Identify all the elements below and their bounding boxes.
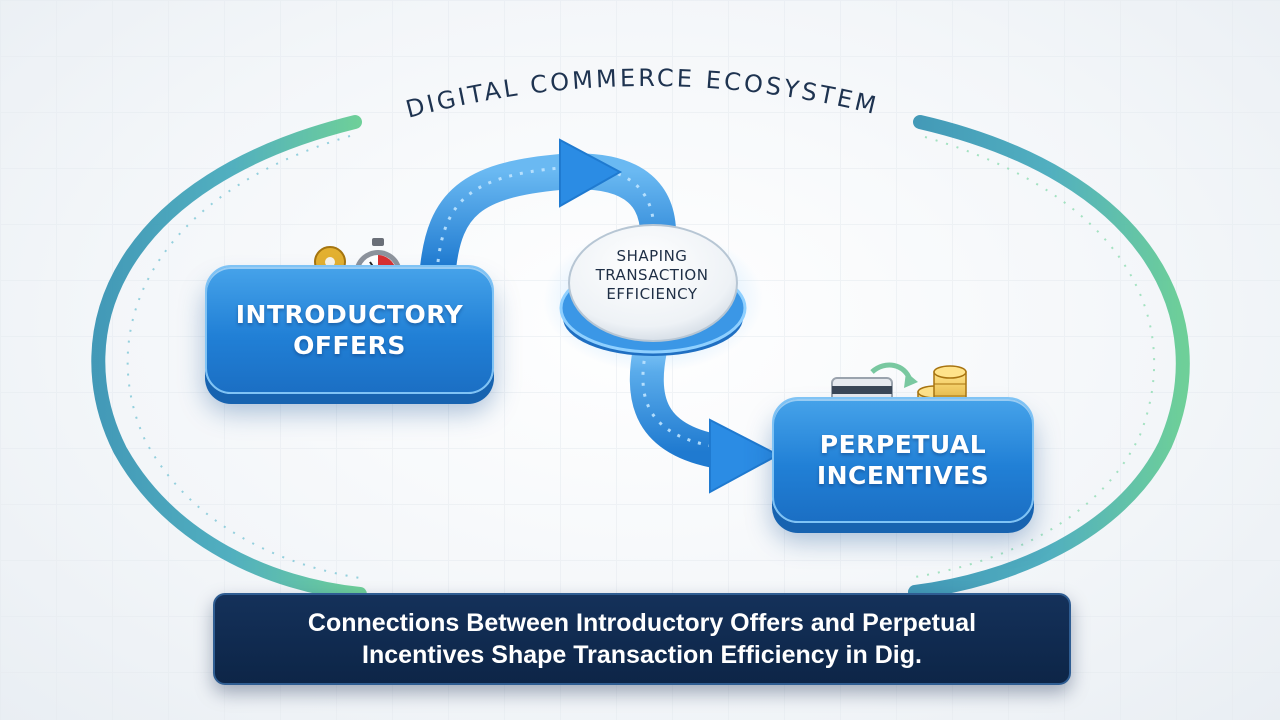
hub-disc [568, 224, 738, 342]
introductory-offers-node: INTRODUCTORY OFFERS [205, 265, 494, 394]
caption-banner: Connections Between Introductory Offers … [213, 593, 1071, 685]
caption-text: Connections Between Introductory Offers … [307, 609, 977, 669]
ecosystem-ring-left-inner [126, 135, 361, 579]
perpetual-incentives-label: PERPETUAL INCENTIVES [816, 430, 990, 490]
perpetual-incentives-node: PERPETUAL INCENTIVES [772, 397, 1034, 523]
ecosystem-ring-right [908, 115, 1190, 599]
flow-arrow-lower-head [709, 418, 781, 494]
introductory-offers-label: INTRODUCTORY OFFERS [235, 299, 464, 360]
ecosystem-title: DIGITAL COMMERCE ECOSYSTEM [403, 64, 882, 124]
hub-label: SHAPING TRANSACTION EFFICIENCY [595, 247, 709, 303]
ecosystem-ring-left [91, 115, 367, 601]
flow-arrow-upper-head [559, 138, 623, 208]
